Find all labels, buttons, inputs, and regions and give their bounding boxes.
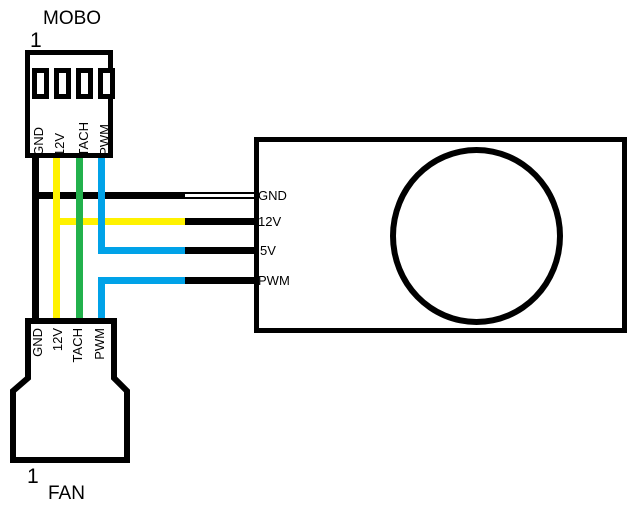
fan-connector-outline xyxy=(10,318,130,463)
device-port-label-gnd: GND xyxy=(258,188,287,203)
gnd-device-lead xyxy=(185,192,254,199)
mobo-pin-slot-12v xyxy=(54,68,71,99)
mobo-title: MOBO xyxy=(43,8,102,29)
fan-pin-label-pwm: PWM xyxy=(92,328,107,360)
device-port-label-5v: 5V xyxy=(260,243,276,258)
fan-title: FAN xyxy=(48,483,85,504)
fan-pin-label-gnd: GND xyxy=(30,328,45,357)
mobo-pin-slot-tach xyxy=(76,68,93,99)
mobo-pin-slot-gnd xyxy=(32,68,49,99)
tach-wire-vertical xyxy=(76,158,83,318)
pwm-device-lead xyxy=(185,277,254,284)
fan-connector xyxy=(10,318,130,463)
mobo-pin-label-pwm: PWM xyxy=(97,124,112,156)
mobo-pin-slot-pwm xyxy=(98,68,115,99)
mobo-pin1-marker: 1 xyxy=(30,29,42,52)
fan-pin-label-tach: TACH xyxy=(70,328,85,363)
pwm-wire-to-fan xyxy=(98,277,105,318)
mobo-pin-label-tach: TACH xyxy=(76,121,91,156)
pwm-wire-from-mobo xyxy=(98,158,105,254)
fan-pin-label-12v: 12V xyxy=(50,328,65,352)
gnd-branch-wire xyxy=(32,192,185,199)
5v-device-lead xyxy=(185,247,254,254)
12v-branch-wire xyxy=(53,218,185,225)
mobo-pin-label-gnd: GND xyxy=(31,127,46,156)
12v-device-lead xyxy=(185,218,254,225)
device-port-label-12v: 12V xyxy=(258,214,282,229)
12v-wire-vertical xyxy=(53,158,60,318)
device-port-label-pwm: PWM xyxy=(258,273,290,288)
fan-circle xyxy=(390,147,563,325)
5v-branch-wire xyxy=(98,247,185,254)
mobo-pin-label-12v: 12V xyxy=(52,132,67,156)
pwm-branch-wire xyxy=(98,277,185,284)
fan-pin1-marker: 1 xyxy=(27,465,39,488)
gnd-wire-vertical xyxy=(32,158,39,318)
